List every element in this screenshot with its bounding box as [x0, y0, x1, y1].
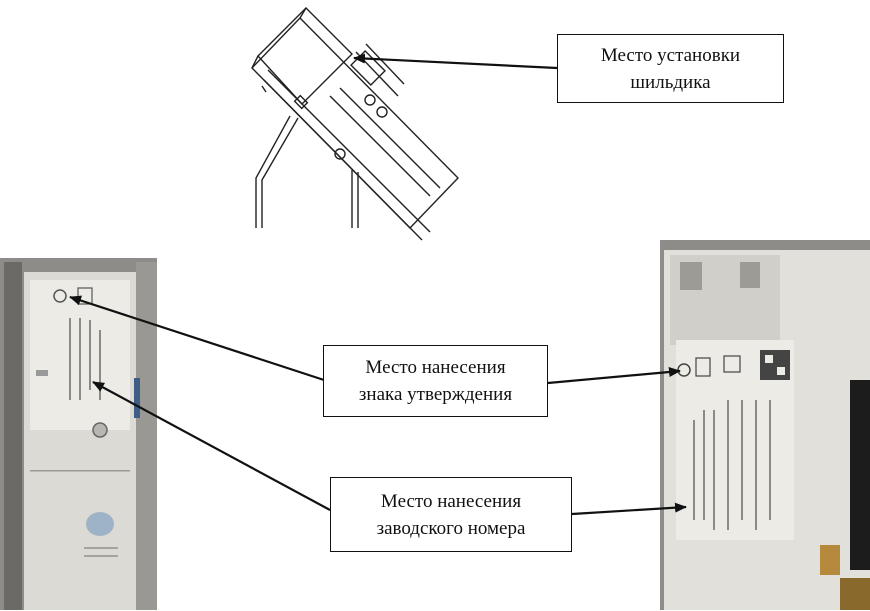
callout-serial-number-line1: Место нанесения [380, 490, 522, 512]
arrow-nameplate [353, 53, 558, 70]
callout-nameplate-line2: шильдика [630, 71, 711, 93]
callout-approval-mark-line1: Место нанесения [365, 357, 506, 378]
callout-approval-mark: Место нанесения знака утверждения [323, 345, 548, 417]
callout-nameplate-line1: Место установки [600, 44, 741, 66]
arrow-serial-right [571, 502, 687, 516]
arrow-approval-left [69, 295, 325, 382]
callout-serial-number: Место нанесения заводского номера [330, 477, 572, 552]
callout-nameplate: Место установки шильдика [557, 34, 784, 103]
callout-approval-mark-line2: знака утверждения [358, 384, 513, 405]
arrow-approval-right [547, 367, 681, 385]
arrow-serial-left [92, 381, 331, 511]
callout-serial-number-line2: заводского номера [376, 517, 526, 539]
